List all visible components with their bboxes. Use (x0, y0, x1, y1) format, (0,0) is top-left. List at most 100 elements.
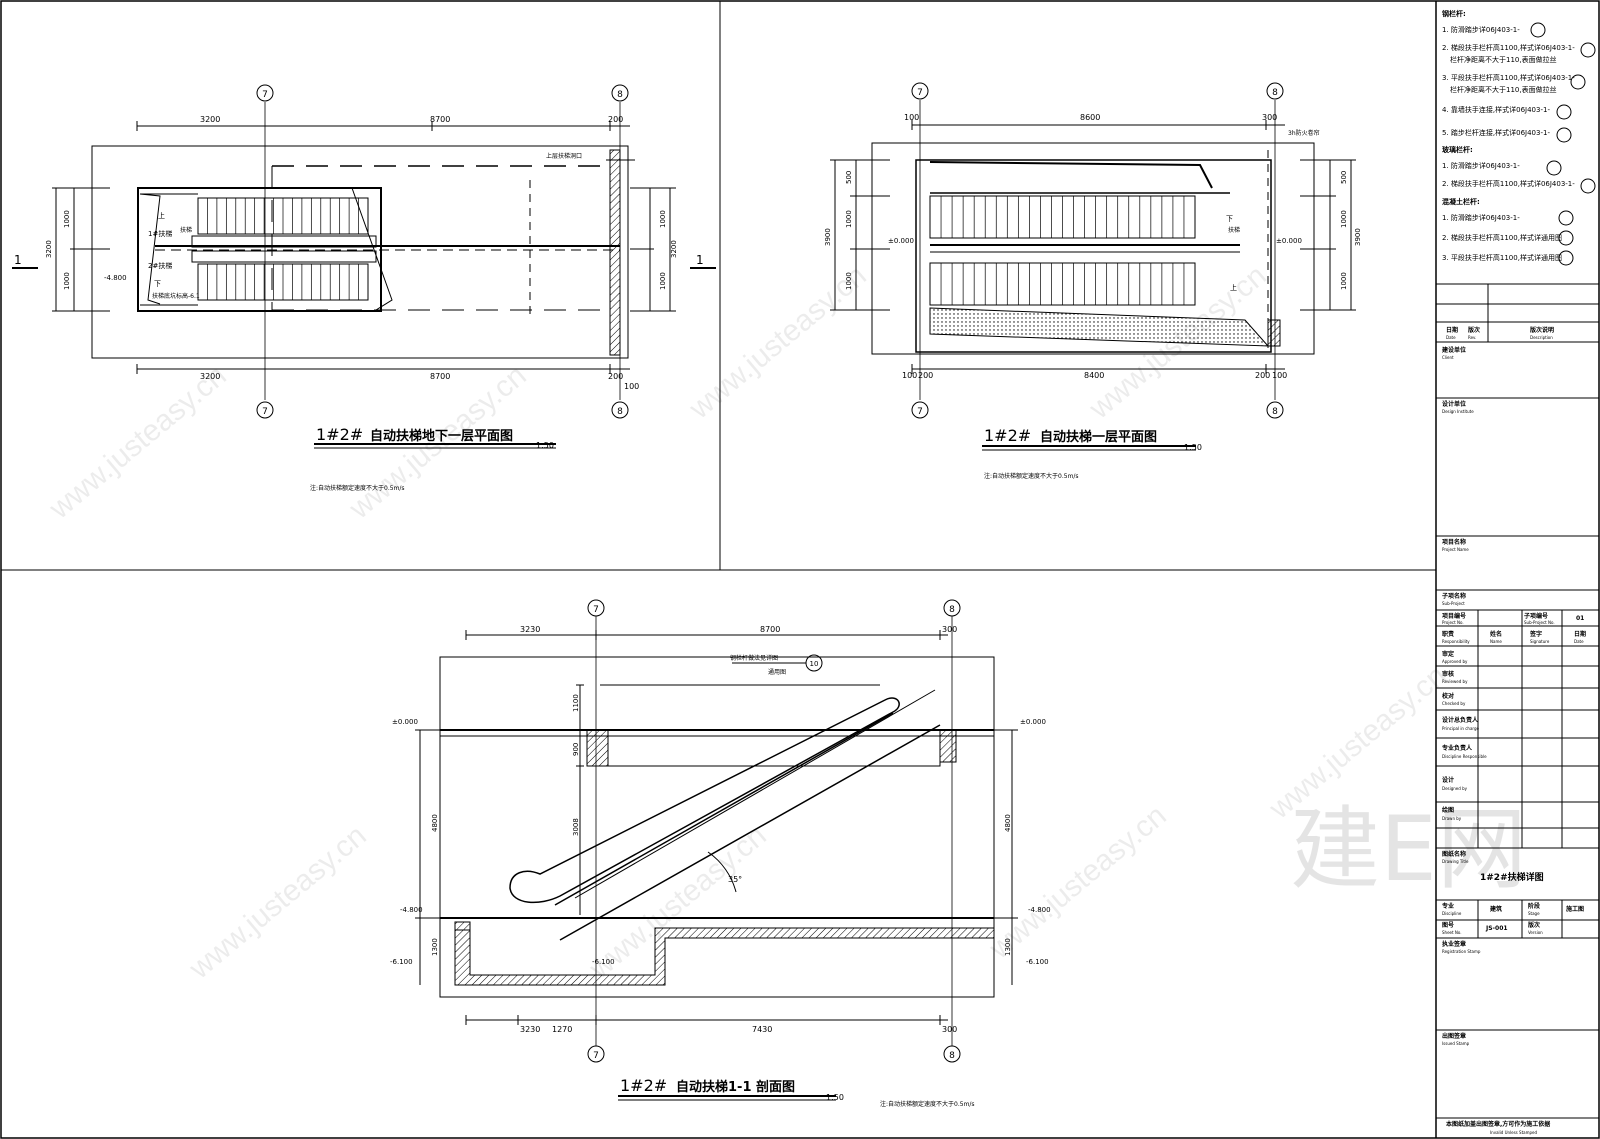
section-1-1 (415, 616, 1018, 1101)
svg-text:-6.100: -6.100 (1026, 958, 1049, 966)
svg-text:1000: 1000 (659, 272, 667, 290)
plan-ground (830, 100, 1356, 451)
svg-text:±0.000: ±0.000 (392, 718, 418, 726)
section-dims-v: 4800 1300 4800 1300 1100 900 3008 (431, 694, 1012, 956)
svg-text:1. 防滑踏步详06J403-1-: 1. 防滑踏步详06J403-1- (1442, 25, 1520, 34)
svg-text:500: 500 (845, 171, 853, 184)
svg-text:7: 7 (262, 90, 268, 100)
svg-text:200: 200 (1255, 371, 1270, 380)
svg-text:图纸名称: 图纸名称 (1442, 850, 1466, 858)
svg-text:建设单位: 建设单位 (1442, 346, 1466, 354)
svg-text:1000: 1000 (1340, 210, 1348, 228)
svg-text:建筑: 建筑 (1490, 905, 1502, 913)
svg-text:1300: 1300 (1004, 938, 1012, 956)
svg-text:Signature: Signature (1530, 639, 1550, 644)
svg-text:3. 平段扶手栏杆高1100,样式详06J403-1-: 3. 平段扶手栏杆高1100,样式详06J403-1- (1442, 73, 1575, 82)
svg-text:混凝土栏杆:: 混凝土栏杆: (1442, 197, 1480, 206)
svg-text:1:50: 1:50 (1184, 443, 1202, 452)
svg-text:本图纸加盖出图签章,方可作为施工依据: 本图纸加盖出图签章,方可作为施工依据 (1446, 1120, 1550, 1128)
svg-text:版次: 版次 (1527, 921, 1540, 929)
svg-text:子项名称: 子项名称 (1442, 592, 1466, 600)
svg-text:3h防火卷帘: 3h防火卷帘 (1288, 129, 1320, 137)
svg-text:-6.100: -6.100 (592, 958, 615, 966)
svg-text:Version: Version (1528, 930, 1543, 935)
svg-text:Date: Date (1446, 335, 1456, 340)
svg-text:栏杆净距离不大于110,表面做拉丝: 栏杆净距离不大于110,表面做拉丝 (1450, 85, 1557, 94)
svg-text:1270: 1270 (552, 1025, 572, 1034)
svg-text:1000: 1000 (845, 272, 853, 290)
svg-text:Description: Description (1530, 335, 1553, 340)
svg-text:3900: 3900 (1354, 228, 1362, 246)
svg-text:5. 踏步栏杆连接,样式详06J403-1-: 5. 踏步栏杆连接,样式详06J403-1- (1442, 128, 1550, 137)
svg-text:1: 1 (696, 253, 704, 267)
axis-bubbles-ground (911, 82, 1284, 419)
svg-text:-4.800: -4.800 (104, 274, 127, 282)
svg-text:姓名: 姓名 (1489, 630, 1502, 638)
svg-text:1000: 1000 (63, 210, 71, 228)
svg-text:300: 300 (942, 625, 957, 634)
svg-text:1#2#: 1#2# (316, 425, 363, 444)
svg-text:版次: 版次 (1467, 326, 1480, 334)
svg-text:1300: 1300 (431, 938, 439, 956)
svg-text:Invalid Unless Stamped: Invalid Unless Stamped (1490, 1130, 1537, 1135)
svg-text:www.justeasy.cn: www.justeasy.cn (183, 819, 373, 986)
plan-basement (12, 102, 716, 449)
section-labels: 3230 8700 300 3230 1270 7430 300 ±0.000 … (390, 625, 1051, 1108)
svg-text:8: 8 (1272, 407, 1278, 417)
svg-text:上: 上 (158, 211, 165, 220)
svg-text:www.justeasy.cn: www.justeasy.cn (583, 819, 773, 986)
svg-text:1#2#: 1#2# (620, 1076, 667, 1095)
svg-text:1000: 1000 (1340, 272, 1348, 290)
svg-text:300: 300 (942, 1025, 957, 1034)
svg-text:200: 200 (918, 371, 933, 380)
svg-text:下: 下 (154, 280, 161, 288)
svg-text:1:50: 1:50 (826, 1093, 844, 1102)
svg-text:扶梯: 扶梯 (1228, 226, 1240, 234)
svg-text:2#扶梯: 2#扶梯 (148, 261, 172, 270)
svg-text:100: 100 (1272, 371, 1287, 380)
svg-text:设计总负责人: 设计总负责人 (1442, 716, 1479, 724)
svg-text:±0.000: ±0.000 (1020, 718, 1046, 726)
svg-text:1000: 1000 (659, 210, 667, 228)
svg-text:Rev.: Rev. (1468, 335, 1476, 340)
svg-text:3200: 3200 (670, 240, 678, 258)
svg-text:2. 梯段扶手栏杆高1100,样式详06J403-1-: 2. 梯段扶手栏杆高1100,样式详06J403-1- (1442, 43, 1575, 52)
svg-text:3200: 3200 (200, 372, 220, 381)
svg-text:-6.100: -6.100 (390, 958, 413, 966)
svg-text:7: 7 (917, 88, 923, 98)
svg-text:项目名称: 项目名称 (1442, 538, 1466, 546)
svg-text:审核: 审核 (1442, 670, 1454, 678)
svg-text:www.justeasy.cn: www.justeasy.cn (43, 359, 233, 526)
axis-bubbles-section (587, 599, 961, 1063)
svg-text:栏杆净距离不大于110,表面做拉丝: 栏杆净距离不大于110,表面做拉丝 (1450, 55, 1557, 64)
svg-text:上: 上 (1230, 283, 1237, 292)
svg-text:8700: 8700 (760, 625, 780, 634)
svg-text:500: 500 (1340, 171, 1348, 184)
svg-text:JS-001: JS-001 (1485, 925, 1508, 932)
svg-text:项目编号: 项目编号 (1442, 612, 1466, 620)
svg-text:3008: 3008 (572, 818, 580, 836)
svg-text:职责: 职责 (1442, 630, 1454, 638)
svg-text:www.justeasy.cn: www.justeasy.cn (683, 259, 873, 426)
svg-text:专业: 专业 (1442, 902, 1454, 910)
svg-text:出图签章: 出图签章 (1442, 1032, 1466, 1040)
svg-text:Sub-Project: Sub-Project (1442, 601, 1465, 606)
svg-text:Sheet No.: Sheet No. (1442, 930, 1461, 935)
svg-text:Project No.: Project No. (1442, 620, 1464, 625)
svg-text:自动扶梯地下一层平面图: 自动扶梯地下一层平面图 (370, 428, 513, 444)
svg-text:1#扶梯: 1#扶梯 (148, 229, 172, 238)
axis-labels-basement: 7 8 7 8 (262, 90, 623, 417)
svg-text:钢栏杆:: 钢栏杆: (1442, 9, 1466, 18)
svg-text:200: 200 (608, 115, 623, 124)
svg-text:1: 1 (14, 253, 22, 267)
svg-text:Date: Date (1574, 639, 1584, 644)
svg-text:注:自动扶梯额定速度不大于0.5m/s: 注:自动扶梯额定速度不大于0.5m/s (984, 472, 1079, 480)
svg-text:Principal in charge: Principal in charge (1442, 726, 1480, 731)
svg-text:8: 8 (617, 407, 623, 417)
svg-text:2. 梯段扶手栏杆高1100,样式详06J403-1-: 2. 梯段扶手栏杆高1100,样式详06J403-1- (1442, 179, 1575, 188)
svg-text:8400: 8400 (1084, 371, 1104, 380)
plan-ground-labels: 100 8600 300 100 200 8400 200 100 ±0.000… (888, 113, 1320, 480)
svg-text:扶梯底坑标高-6.1: 扶梯底坑标高-6.1 (152, 292, 200, 300)
svg-text:设计: 设计 (1442, 776, 1454, 784)
